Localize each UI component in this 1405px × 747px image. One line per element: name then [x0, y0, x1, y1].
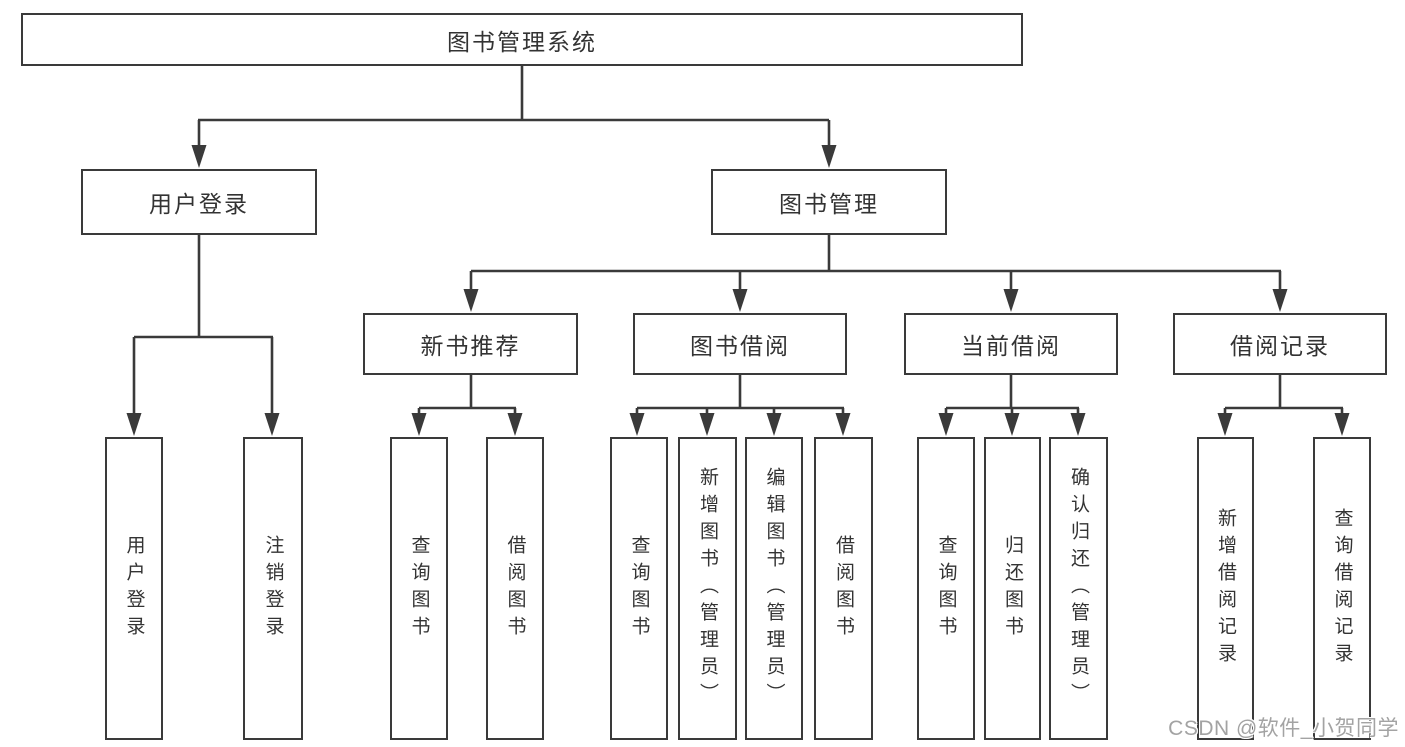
leaf-add-borrow-record: 新增借阅记录 [1197, 437, 1254, 740]
node-new-book-recommendation: 新书推荐 [363, 313, 578, 375]
leaf-confirm-return-admin: 确认归还（管理员） [1049, 437, 1108, 740]
node-library-management-system: 图书管理系统 [21, 13, 1023, 66]
node-borrowing-records: 借阅记录 [1173, 313, 1387, 375]
leaf-query-borrow-record: 查询借阅记录 [1313, 437, 1371, 740]
leaf-add-book-admin: 新增图书（管理员） [678, 437, 737, 740]
leaf-edit-book-admin: 编辑图书（管理员） [745, 437, 803, 740]
leaf-return-book: 归还图书 [984, 437, 1041, 740]
watermark: CSDN @软件_小贺同学 [1168, 717, 1399, 740]
leaf-query-books-recommend: 查询图书 [390, 437, 448, 740]
leaf-user-login: 用户登录 [105, 437, 163, 740]
node-current-borrowing: 当前借阅 [904, 313, 1118, 375]
node-book-management: 图书管理 [711, 169, 947, 235]
node-user-login: 用户登录 [81, 169, 317, 235]
node-book-borrowing: 图书借阅 [633, 313, 847, 375]
leaf-query-books-borrowing: 查询图书 [610, 437, 668, 740]
leaf-logout: 注销登录 [243, 437, 303, 740]
leaf-borrow-books-recommend: 借阅图书 [486, 437, 544, 740]
leaf-borrow-books-borrowing: 借阅图书 [814, 437, 873, 740]
leaf-query-books-current: 查询图书 [917, 437, 975, 740]
